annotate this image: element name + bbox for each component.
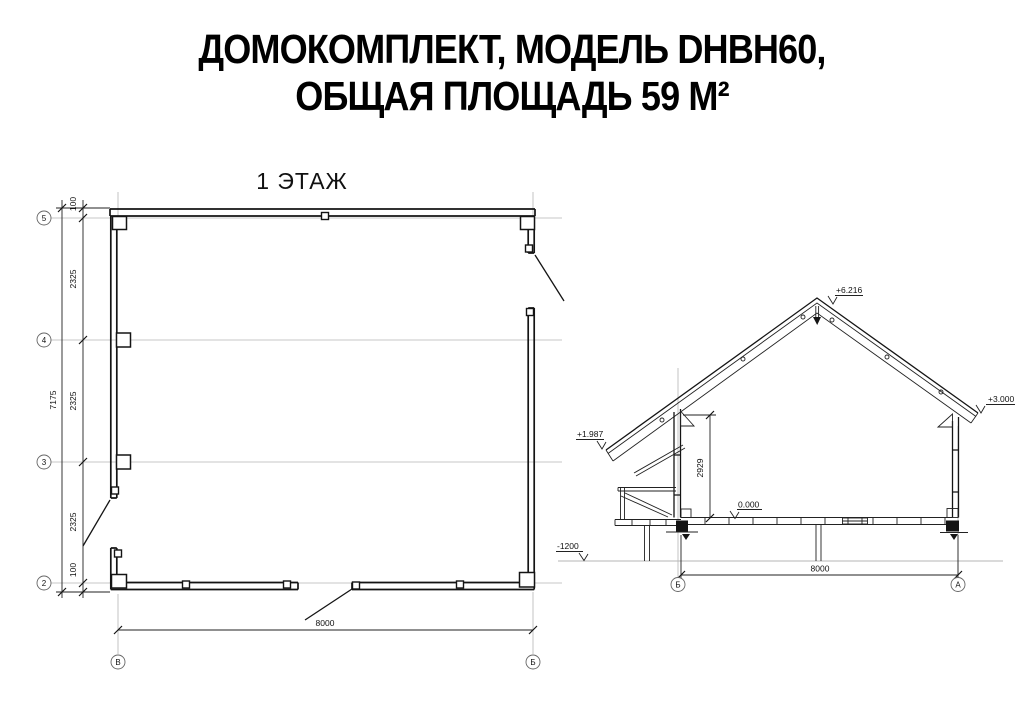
section-dim-width: 8000: [811, 564, 830, 574]
plan-axis-4: 4: [42, 336, 47, 345]
section-canopy-strut: [633, 444, 686, 477]
section-roof-end-caps: [605, 412, 979, 462]
plan-axis-bubbles: 5 4 3 2 В Б: [36, 210, 541, 670]
section-grid-lines: [677, 368, 959, 577]
plan-dim-2325-c: 2325: [68, 512, 78, 531]
plan-axis-5: 5: [42, 214, 47, 223]
plan-axis-2: 2: [42, 579, 47, 588]
section-right-gusset: [936, 412, 953, 428]
plan-corner-posts: [110, 215, 536, 589]
mark-right-eave: +3.000: [988, 394, 1015, 404]
plan-right-wall: [527, 216, 536, 583]
section-roof-outer: [605, 297, 979, 451]
plan-dim-bottom-width: 8000: [316, 618, 335, 628]
mark-left-eave: +1.987: [577, 429, 604, 439]
plan-stud-posts: [110, 211, 535, 590]
plan-dim-2325-b: 2325: [68, 391, 78, 410]
section-dim-interior-height: 2929: [695, 458, 705, 477]
section-left-foundation: [666, 508, 698, 540]
sheet-title: ДОМОКОМПЛЕКТ, МОДЕЛЬ DHBH60, ОБЩАЯ ПЛОЩА…: [61, 26, 962, 120]
plan-dimension-ticks: [57, 203, 538, 635]
section-porch: [614, 487, 681, 561]
sheet-title-line-1: ДОМОКОМПЛЕКТ, МОДЕЛЬ DHBH60,: [198, 26, 826, 72]
plan-dimension-lines: [56, 200, 533, 631]
floor-plan: 1 ЭТАЖ: [36, 168, 565, 670]
section-floor: [681, 517, 952, 561]
plan-left-wall: [109, 216, 118, 583]
section-elevation-marks: +6.216 +3.000 +1.987 0.000 -1200: [556, 285, 1015, 562]
plan-dim-2325-a: 2325: [68, 269, 78, 288]
section-right-wall: [951, 417, 960, 518]
plan-door-right: [534, 254, 565, 302]
cross-section: +6.216 +3.000 +1.987 0.000 -1200 2929: [556, 285, 1015, 592]
section-right-foundation: [940, 508, 968, 540]
section-width-dim-line: [680, 535, 959, 580]
section-roof-inner: [612, 312, 972, 462]
plan-dim-100-bottom: 100: [68, 563, 78, 577]
plan-axis-3: 3: [42, 458, 47, 467]
mark-ground-level: -1200: [557, 541, 579, 551]
plan-bottom-wall: [109, 581, 536, 591]
plan-door-bottom: [304, 588, 353, 621]
plan-door-left: [82, 499, 111, 547]
section-left-wall: [673, 409, 682, 518]
section-porch-pile: [644, 526, 650, 561]
sheet-title-line-2: ОБЩАЯ ПЛОЩАДЬ 59 М²: [295, 73, 729, 119]
plan-grid-lines: [51, 192, 562, 654]
plan-axis-v: В: [115, 658, 120, 667]
plan-axis-b: Б: [530, 658, 535, 667]
section-height-dim-ticks: [705, 410, 715, 523]
plan-dim-left-overall: 7175: [48, 390, 58, 409]
plan-dim-100-top: 100: [68, 197, 78, 211]
section-center-pile: [815, 525, 822, 561]
section-axis-b: Б: [675, 581, 680, 590]
mark-ridge: +6.216: [836, 285, 863, 295]
mark-floor-level: 0.000: [738, 500, 760, 510]
floor-plan-title: 1 ЭТАЖ: [256, 168, 348, 194]
section-axis-a: А: [955, 581, 961, 590]
section-roof-mid: [607, 302, 977, 454]
section-axis-bubbles: Б А: [670, 577, 966, 592]
section-ridge-marker: [813, 306, 821, 325]
section-roof-fasteners: [659, 314, 944, 423]
section-left-gusset: [680, 409, 696, 427]
